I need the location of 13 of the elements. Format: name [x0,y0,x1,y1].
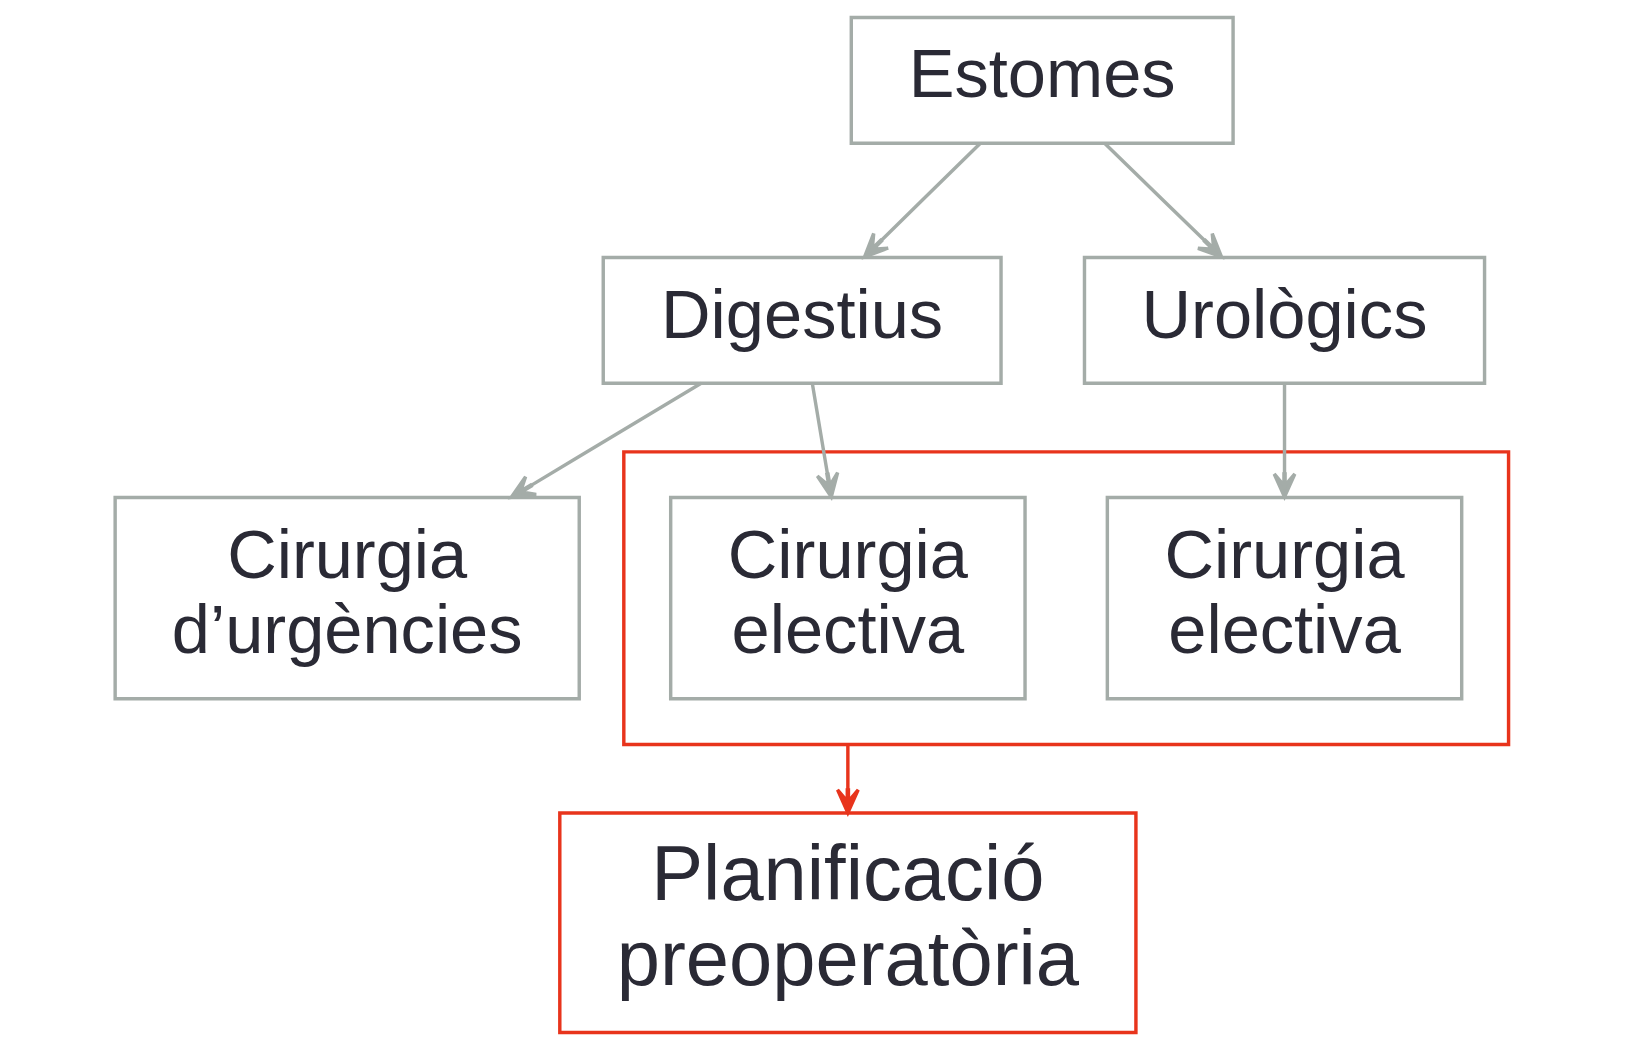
node-box: Digestius [601,255,1003,385]
arrow [810,383,839,499]
arrow [835,744,860,815]
node-box: Planificació preoperatòria [557,811,1138,1035]
cluster [621,450,1510,747]
arrow [1102,142,1223,259]
node-box: Cirurgia electiva [1105,495,1463,701]
node-box: Cirurgia electiva [668,495,1027,701]
node-box: Cirurgia d’urgències [112,495,581,701]
node-box: Estomes [849,15,1235,145]
node-box: Urològics [1082,255,1486,385]
arrow [862,142,982,259]
arrow [1272,383,1297,499]
